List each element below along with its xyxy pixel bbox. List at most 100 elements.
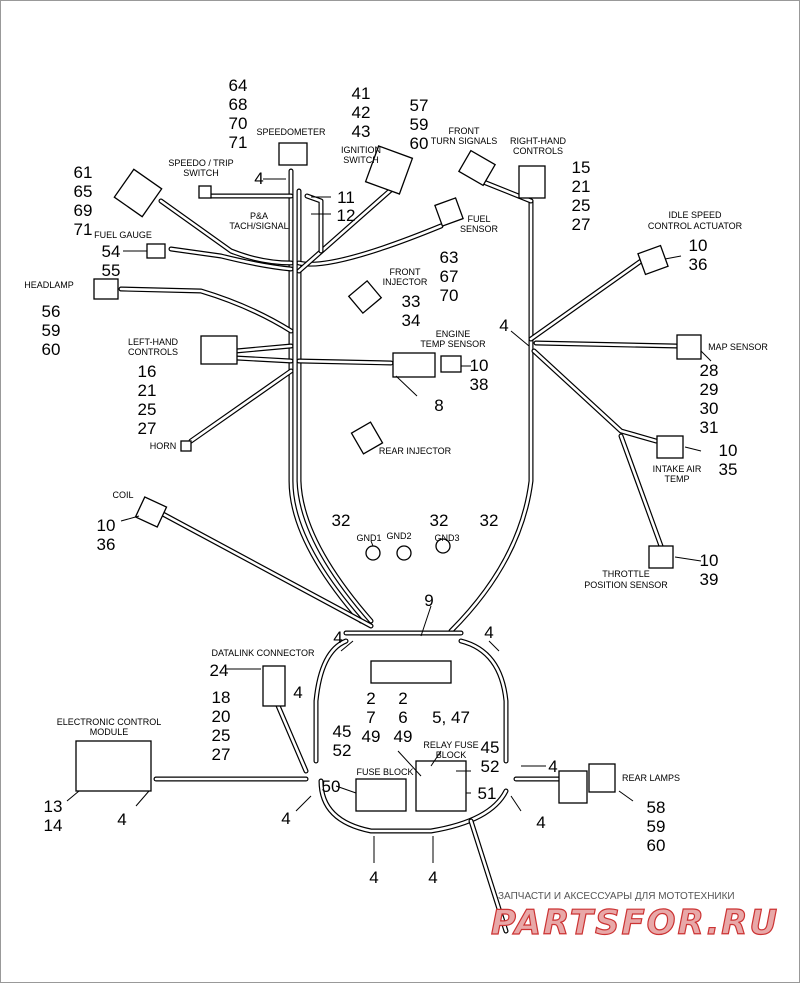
callout-dl-2: 20 [212, 707, 231, 726]
callout-11: 11 [337, 188, 355, 207]
label-speedometer: SPEEDOMETER [256, 127, 326, 137]
callout-hl-2: 59 [42, 321, 61, 340]
front-injector-connector [347, 279, 383, 315]
gnd2-ring [396, 545, 412, 561]
headlamp-connector [93, 278, 119, 300]
callout-l45: 45 [333, 722, 352, 741]
callout-gnd3: 32 [480, 511, 499, 530]
label-front-turn-2: TURN SIGNALS [431, 136, 498, 146]
harness-label-plate [370, 660, 452, 684]
label-intake-air-2: TEMP [664, 474, 689, 484]
label-front-injector-1: FRONT [390, 267, 421, 277]
relay-fuse-block [415, 760, 467, 812]
coil-connector [134, 496, 168, 528]
label-fuel-gauge: FUEL GAUGE [94, 230, 152, 240]
main-harness-wires [118, 168, 679, 934]
label-speedo-trip-1: SPEEDO / TRIP [168, 158, 233, 168]
callout-numbers: 64 68 70 71 41 42 43 57 59 60 15 21 25 2… [42, 76, 738, 887]
label-ecm-2: MODULE [90, 727, 129, 737]
callout-rh-3: 25 [572, 196, 591, 215]
label-rear-lamps: REAR LAMPS [622, 773, 680, 783]
callout-hl-1: 56 [42, 302, 61, 321]
label-left-hand-1: LEFT-HAND [128, 337, 179, 347]
label-right-hand-2: CONTROLS [513, 146, 563, 156]
callout-col-b-3: 49 [394, 727, 413, 746]
callout-coil-1: 10 [97, 516, 116, 535]
callout-et-2: 38 [470, 375, 489, 394]
label-relay-fuse-2: BLOCK [436, 750, 467, 760]
callout-ign-1: 41 [352, 84, 371, 103]
callout-rl-2: 59 [647, 817, 666, 836]
label-speedo-trip-2: SWITCH [183, 168, 219, 178]
callout-turn-2: 59 [410, 115, 429, 134]
callout-ecm-2: 14 [44, 816, 63, 835]
component-labels: SPEEDOMETER SPEEDO / TRIP SWITCH IGNITIO… [24, 126, 768, 783]
callout-col-a-2: 7 [366, 708, 375, 727]
speedometer-connector [278, 142, 308, 166]
label-right-hand-1: RIGHT-HAND [510, 136, 567, 146]
callout-col-b-2: 6 [398, 708, 407, 727]
callout-col-a-3: 49 [362, 727, 381, 746]
label-left-hand-2: CONTROLS [128, 347, 178, 357]
callout-map-4: 31 [700, 418, 719, 437]
callout-lh-3: 25 [138, 400, 157, 419]
label-pa-1: P&A [250, 211, 268, 221]
callout-ign-3: 43 [352, 122, 371, 141]
callout-col-a-1: 2 [366, 689, 375, 708]
callout-is-1: 10 [689, 236, 708, 255]
rear-lamps-body [558, 770, 588, 804]
watermark: ЗАПЧАСТИ И АКСЕССУАРЫ ДЛЯ МОТОТЕХНИКИ PA… [490, 891, 777, 944]
engine-temp-connector [440, 355, 462, 373]
callout-bottom-4a: 4 [369, 868, 378, 887]
callout-rl-3: 60 [647, 836, 666, 855]
callout-hl-3: 60 [42, 340, 61, 359]
callout-lt-2: 65 [74, 182, 93, 201]
label-ignition-1: IGNITION [341, 145, 381, 155]
callout-r45: 45 [481, 738, 500, 757]
callout-ecm-1: 13 [44, 797, 63, 816]
callout-lower-left-4: 4 [281, 809, 290, 828]
label-fuse-block: FUSE BLOCK [356, 767, 413, 777]
left-hand-connector [200, 335, 238, 365]
callout-turn-1: 57 [410, 96, 429, 115]
callout-tps-1: 10 [700, 551, 719, 570]
callout-gnd1: 32 [332, 511, 351, 530]
engine-temp-body [392, 352, 436, 378]
callout-turn-3: 60 [410, 134, 429, 153]
label-throttle-1: THROTTLE [602, 569, 650, 579]
leader-lines [66, 178, 712, 863]
label-front-turn-1: FRONT [449, 126, 480, 136]
label-front-injector-2: INJECTOR [383, 277, 428, 287]
callout-lt-3: 69 [74, 201, 93, 220]
callout-et-1: 10 [470, 356, 489, 375]
callout-lt-1: 61 [74, 163, 93, 182]
callout-is-2: 36 [689, 255, 708, 274]
label-horn: HORN [150, 441, 177, 451]
front-turn-connector [457, 149, 497, 187]
label-relay-fuse-1: RELAY FUSE [423, 740, 478, 750]
callout-speedo-3: 70 [229, 114, 248, 133]
callout-tps-2: 39 [700, 570, 719, 589]
callout-bottom-4b: 4 [428, 868, 437, 887]
rear-lamps-connector [588, 763, 616, 793]
label-datalink: DATALINK CONNECTOR [211, 648, 315, 658]
throttle-connector [648, 545, 674, 569]
callout-fs-2: 67 [440, 267, 459, 286]
callout-lt-4: 71 [74, 220, 93, 239]
label-engine-temp-2: TEMP SENSOR [420, 339, 486, 349]
callout-right-4b: 4 [548, 757, 557, 776]
callout-9: 9 [424, 591, 433, 610]
horn-connector [180, 440, 192, 452]
datalink-connector [262, 665, 286, 707]
callout-ign-2: 42 [352, 103, 371, 122]
label-fuel-sensor-2: SENSOR [460, 224, 499, 234]
label-engine-temp-1: ENGINE [436, 329, 471, 339]
right-hand-connector [518, 165, 546, 199]
callout-ecm-4: 4 [117, 810, 126, 829]
callout-lower-right-4: 4 [536, 813, 545, 832]
speedo-switch-connector [198, 185, 212, 199]
callout-map-2: 29 [700, 380, 719, 399]
label-gnd1: GND1 [356, 533, 381, 543]
callout-rh-2: 21 [572, 177, 591, 196]
